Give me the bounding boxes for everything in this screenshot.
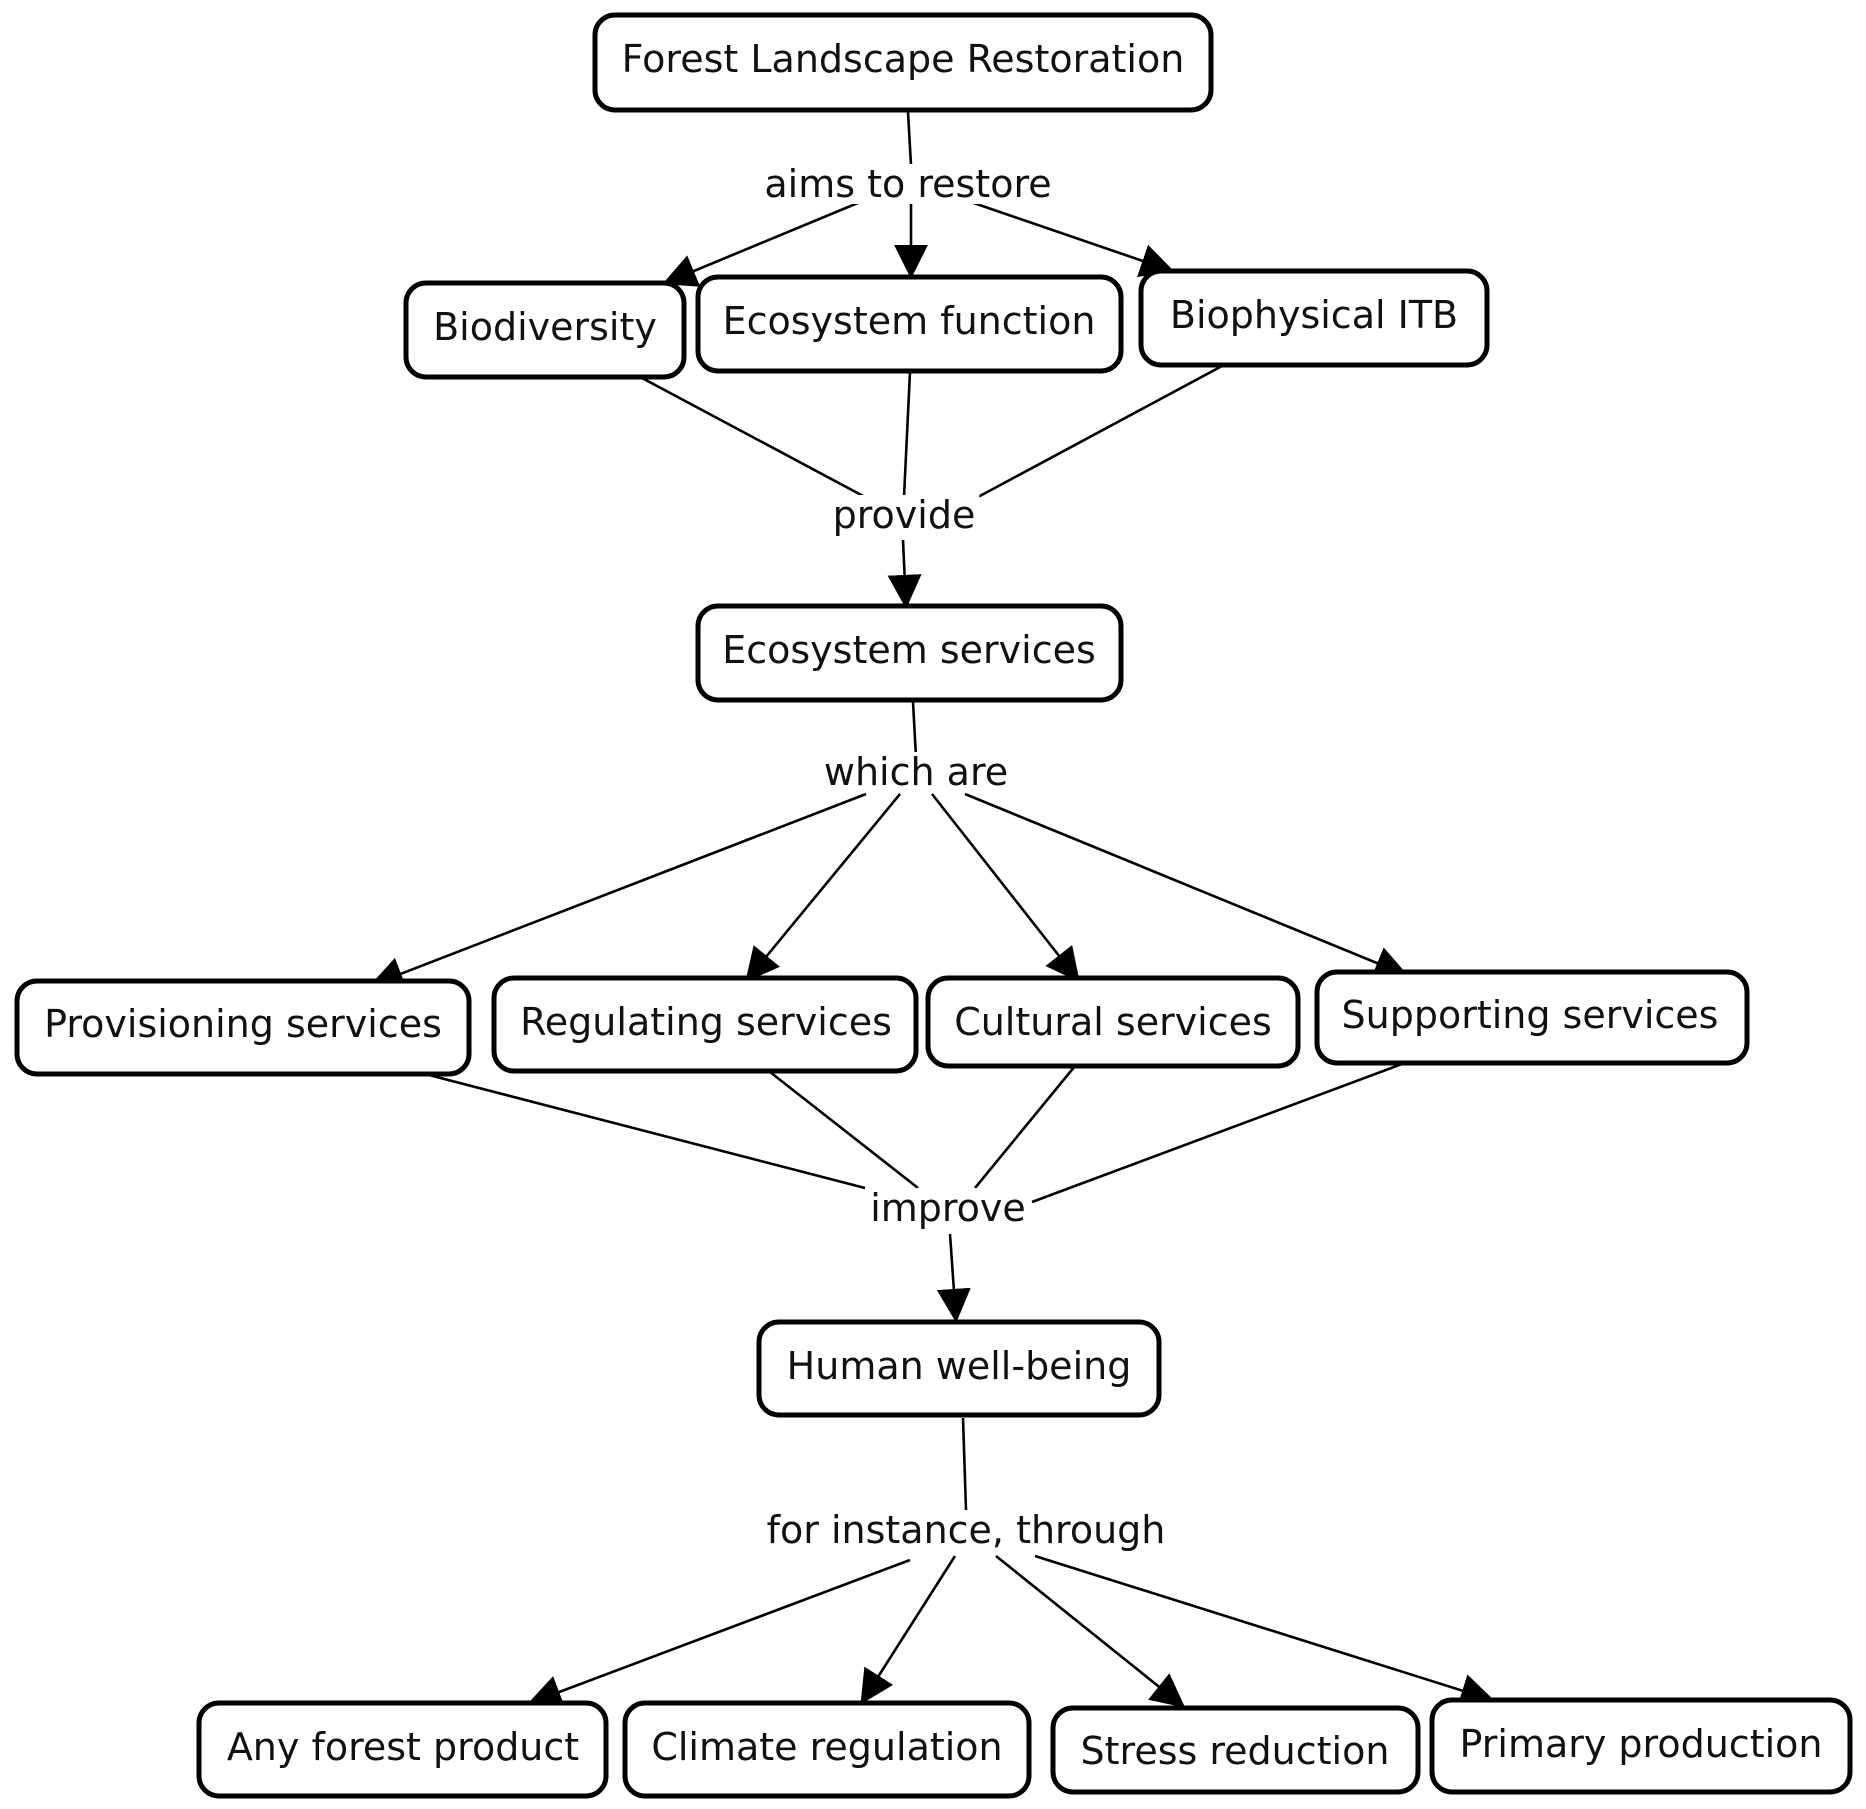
edge-aims-to-biodiversity	[662, 198, 866, 287]
node-label: Forest Landscape Restoration	[622, 37, 1185, 81]
link-label-background	[760, 164, 1056, 204]
edge-for-instance-to-forest-product	[527, 1558, 911, 1708]
node-ecosystem-function: Ecosystem function	[695, 274, 1124, 374]
edges	[369, 111, 1495, 1708]
edge-regulating-to-improve	[769, 1070, 919, 1190]
edge-flr-to-aims	[906, 111, 913, 166]
node-label: Stress reduction	[1081, 1729, 1390, 1773]
node-label: Climate regulation	[651, 1725, 1002, 1769]
edge-human-wellbeing-to-for-instance	[961, 1417, 968, 1511]
edge-supporting-to-improve	[1031, 1062, 1403, 1204]
link-label-improve: improve	[870, 1186, 1026, 1230]
edge-aims-to-biophysical	[964, 198, 1175, 277]
link-label-provide: provide	[833, 493, 976, 537]
node-stress-reduction: Stress reduction	[1050, 1705, 1421, 1795]
node-any-forest-product: Any forest product	[196, 1700, 609, 1799]
edge-provisioning-to-improve	[424, 1072, 866, 1190]
node-regulating-services: Regulating services	[491, 975, 919, 1074]
edge-biophysical-to-provide	[977, 364, 1223, 499]
node-human-well-being: Human well-being	[756, 1319, 1162, 1418]
node-label: Biophysical ITB	[1170, 293, 1458, 337]
nodes: Forest Landscape Restoration Biodiversit…	[14, 12, 1853, 1799]
edge-cultural-to-improve	[973, 1065, 1077, 1189]
node-label: Ecosystem function	[723, 299, 1096, 343]
node-primary-production: Primary production	[1429, 1697, 1853, 1795]
node-provisioning-services: Provisioning services	[14, 978, 472, 1077]
node-forest-landscape-restoration: Forest Landscape Restoration	[592, 12, 1214, 113]
node-label: Cultural services	[954, 1000, 1272, 1044]
node-label: Regulating services	[520, 1000, 892, 1044]
edge-biodiversity-to-provide	[641, 376, 866, 499]
edge-ecosystem-services-to-which-are	[911, 701, 918, 758]
node-label: Provisioning services	[44, 1002, 442, 1046]
node-label: Supporting services	[1342, 993, 1719, 1037]
edge-provide-to-ecosystem-services	[887, 539, 922, 609]
node-supporting-services: Supporting services	[1314, 969, 1750, 1066]
node-label: Any forest product	[227, 1725, 579, 1769]
node-biophysical-itb: Biophysical ITB	[1138, 268, 1490, 368]
node-label: Ecosystem services	[722, 628, 1096, 672]
node-cultural-services: Cultural services	[925, 975, 1301, 1069]
edge-for-instance-to-climate-regulation	[860, 1555, 957, 1705]
edge-for-instance-to-stress-reduction	[995, 1554, 1186, 1708]
link-label-background	[866, 1188, 1030, 1228]
node-label: Human well-being	[787, 1344, 1132, 1388]
node-biodiversity: Biodiversity	[403, 280, 687, 380]
edge-for-instance-to-primary-production	[1034, 1554, 1495, 1707]
node-label: Primary production	[1460, 1722, 1823, 1766]
edge-improve-to-human-wellbeing	[936, 1233, 971, 1323]
node-climate-regulation: Climate regulation	[622, 1700, 1032, 1799]
edge-which-are-to-cultural	[930, 793, 1080, 983]
link-label-which-are: which are	[824, 750, 1008, 794]
edge-ecosystem-function-to-provide	[902, 371, 912, 498]
link-label-background	[828, 495, 980, 535]
link-label-for-instance: for instance, through	[767, 1508, 1166, 1552]
node-label: Biodiversity	[433, 305, 657, 349]
node-ecosystem-services: Ecosystem services	[695, 603, 1124, 703]
edge-which-are-to-regulating	[745, 793, 902, 983]
link-label-background	[819, 752, 1013, 792]
link-label-background	[762, 1510, 1170, 1550]
link-label-aims-to-restore: aims to restore	[764, 162, 1051, 206]
link-labels: aims to restore provide which are improv…	[760, 162, 1170, 1552]
edge-which-are-to-supporting	[964, 792, 1409, 979]
edge-which-are-to-provisioning	[369, 792, 867, 990]
